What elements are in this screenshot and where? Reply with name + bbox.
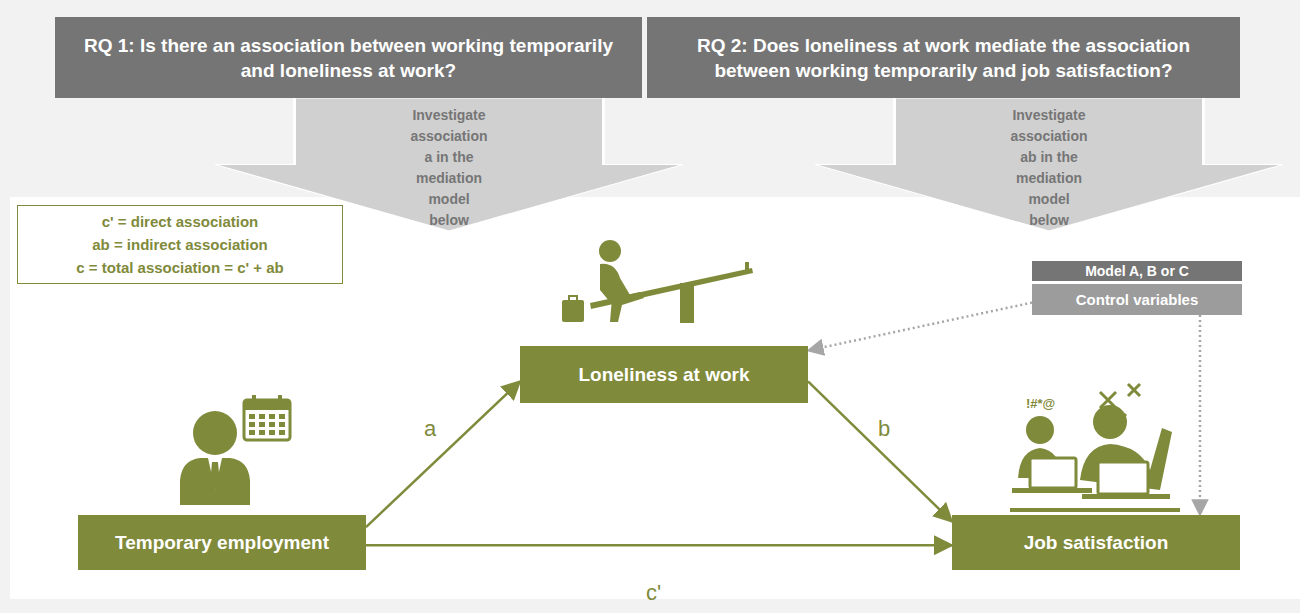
box-text: ab = indirect association	[92, 233, 267, 256]
box-text: Loneliness at work	[578, 363, 749, 387]
path-label: c'	[646, 580, 661, 606]
person-head	[599, 240, 621, 262]
variable-box: Loneliness at work	[520, 346, 808, 403]
control-connector	[1199, 315, 1202, 515]
desk	[1010, 508, 1180, 512]
employee-body	[180, 458, 250, 505]
box-text: Investigate association ab in the mediat…	[1010, 105, 1087, 231]
box-text: RQ 2: Does loneliness at work mediate th…	[667, 33, 1220, 83]
model-bar: Model A, B or C	[1032, 261, 1242, 281]
definition-box: c' = direct associationab = indirect ass…	[17, 205, 343, 284]
calendar-icon	[244, 400, 290, 440]
path-connector	[366, 544, 952, 547]
briefcase	[562, 300, 584, 322]
path-connector	[366, 381, 520, 527]
box-text: Investigate association a in the mediati…	[410, 105, 487, 231]
person-legs	[610, 292, 644, 322]
symbol-text: !#*@	[1026, 396, 1055, 411]
box-text: Temporary employment	[115, 531, 329, 555]
employee-head	[193, 411, 237, 455]
seesaw-figure	[562, 240, 753, 323]
white-panel	[10, 197, 1300, 599]
employee-figure	[180, 395, 290, 505]
box-text: Job satisfaction	[1024, 531, 1169, 555]
path-label: a	[424, 416, 436, 442]
laptop	[1030, 458, 1076, 488]
arrow-callout: Investigate association ab in the mediat…	[815, 98, 1283, 231]
control-bar: Control variables	[1032, 284, 1242, 315]
control-connector	[808, 303, 1032, 351]
box-text: c' = direct association	[102, 210, 259, 233]
path-label: b	[878, 416, 890, 442]
question-band: RQ 2: Does loneliness at work mediate th…	[647, 17, 1240, 98]
box-text: Control variables	[1076, 290, 1199, 310]
office-workers	[1010, 384, 1180, 512]
question-band: RQ 1: Is there an association between wo…	[55, 17, 642, 98]
variable-box: Temporary employment	[78, 515, 366, 570]
stars	[1100, 384, 1140, 422]
path-connector	[808, 381, 952, 521]
seesaw-pivot	[680, 283, 694, 323]
box-text: RQ 1: Is there an association between wo…	[75, 33, 622, 83]
box-text: c = total association = c' + ab	[76, 256, 283, 279]
variable-box: Job satisfaction	[952, 515, 1240, 570]
box-text: Model A, B or C	[1085, 262, 1189, 280]
